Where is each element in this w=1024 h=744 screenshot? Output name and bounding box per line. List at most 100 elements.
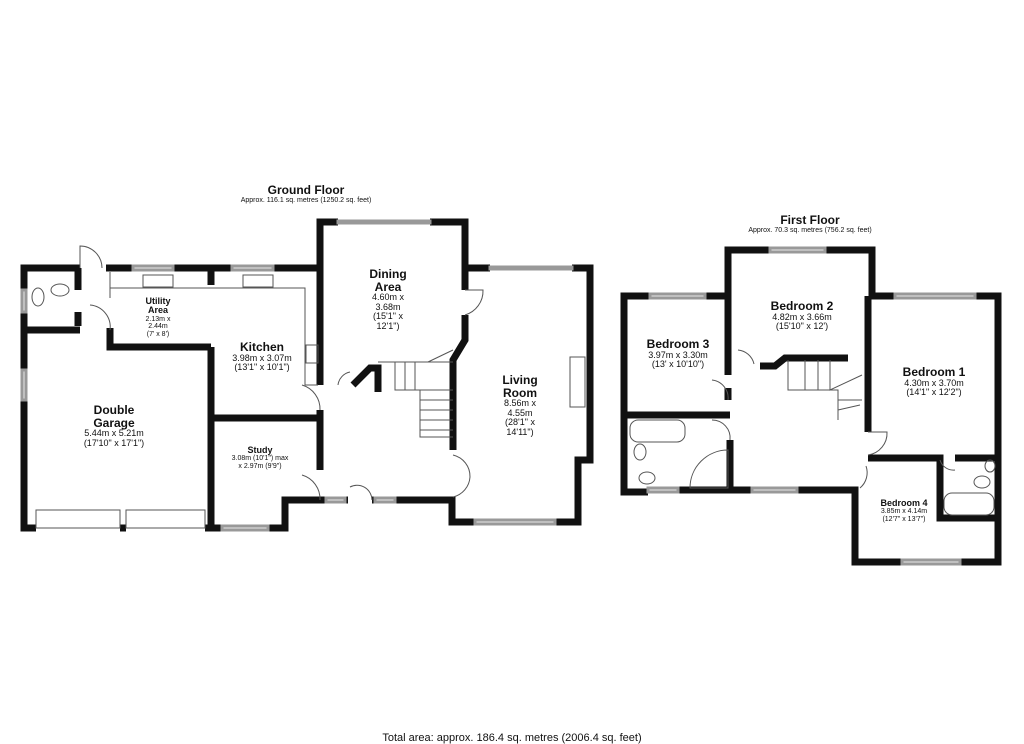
room-study: Study 3.08m (10'1") max x 2.97m (9'9") — [231, 445, 289, 470]
room-bedroom-1: Bedroom 1 4.30m x 3.70m (14'1" x 12'2") — [903, 366, 966, 397]
room-bedroom-3: Bedroom 3 3.97m x 3.30m (13' x 10'10") — [647, 338, 710, 369]
basin — [50, 283, 70, 297]
wall — [705, 246, 770, 300]
room-dims-imperial: x 2.97m (9'9") — [238, 462, 282, 470]
stairs — [378, 349, 454, 438]
room-dining-area: Dining Area 4.60m x 3.68m (15'1" x 12'1"… — [363, 268, 413, 331]
wall — [825, 246, 895, 300]
room-bedroom-2: Bedroom 2 4.82m x 3.66m (15'10" x 12') — [771, 300, 834, 331]
wall — [430, 218, 490, 272]
room-dims: 3.85m x 4.14m — [880, 508, 928, 516]
garage-door — [35, 509, 121, 529]
wall — [960, 292, 1002, 566]
first-floor-windows — [646, 246, 977, 566]
window — [131, 264, 175, 272]
wall — [106, 328, 211, 351]
window — [893, 292, 977, 300]
door-swing — [349, 484, 373, 501]
floor-title: Ground Floor — [267, 183, 345, 197]
window — [20, 288, 28, 314]
room-dims: 3.98m x 3.07m — [232, 352, 292, 363]
window — [336, 219, 432, 225]
door-swing — [711, 379, 729, 401]
room-living-room: Living Room 8.56m x 4.55m (28'1" x 14'11… — [495, 374, 545, 437]
fireplace — [569, 356, 586, 408]
floor-area: Approx. 116.1 sq. metres (1250.2 sq. fee… — [240, 197, 372, 204]
window — [646, 486, 680, 494]
shower — [689, 449, 729, 489]
room-name: Bedroom 3 — [646, 337, 710, 351]
door-swing — [301, 474, 321, 501]
toilet — [638, 471, 656, 485]
window — [648, 292, 707, 300]
floor-title: First Floor — [780, 213, 840, 227]
room-dims: 4.60m x 3.68m — [371, 292, 404, 312]
room-name: Bedroom 4 — [880, 498, 928, 508]
door-swing — [711, 419, 731, 441]
room-name: Utility Area — [145, 296, 171, 316]
room-name: Bedroom 1 — [902, 365, 966, 379]
room-dims-imperial: (14'1" x 12'2") — [906, 387, 962, 398]
ground-floor-title: Ground Floor Approx. 116.1 sq. metres (1… — [241, 183, 372, 204]
window — [220, 524, 270, 532]
window — [488, 265, 574, 271]
room-dims: 3.08m (10'1") max — [231, 455, 289, 463]
hob — [305, 344, 319, 364]
sink — [242, 274, 274, 288]
wall — [395, 496, 475, 526]
wall — [449, 315, 469, 450]
room-dims-imperial: (13' x 10'10") — [651, 359, 705, 370]
wall — [620, 292, 650, 496]
room-name: Dining Area — [369, 267, 407, 294]
room-dims: 4.82m x 3.66m — [772, 311, 832, 322]
bath — [943, 492, 995, 516]
door-swing — [301, 384, 321, 411]
wall — [207, 347, 222, 532]
room-dims: 5.44m x 5.21m — [84, 428, 144, 439]
room-kitchen: Kitchen 3.98m x 3.07m (13'1" x 10'1") — [232, 341, 292, 372]
door-swing — [867, 431, 888, 456]
window — [230, 264, 275, 272]
room-dims-imperial: (15'1" x 12'1") — [373, 311, 403, 331]
wall — [797, 486, 902, 566]
room-name: Living Room — [502, 373, 538, 400]
window — [373, 496, 397, 504]
door-swing — [79, 245, 103, 269]
door-swing — [464, 289, 484, 316]
stairs — [787, 360, 863, 420]
worktop — [109, 272, 318, 386]
window — [473, 518, 557, 526]
wall — [760, 354, 848, 370]
wall — [350, 364, 382, 392]
room-name: Bedroom 2 — [770, 299, 834, 313]
window — [324, 496, 347, 504]
door-swing — [89, 304, 111, 331]
window — [768, 246, 827, 254]
room-dims: 8.56m x 4.55m — [503, 398, 536, 418]
door-swing — [737, 349, 755, 365]
wall — [555, 264, 594, 526]
room-name: Double Garage — [93, 403, 135, 430]
basin — [984, 459, 996, 473]
first-floor-title: First Floor Approx. 70.3 sq. metres (756… — [748, 213, 871, 234]
first-floor-walls — [620, 246, 1002, 566]
room-dims-imperial: (28'1" x 14'11") — [505, 417, 535, 437]
garage-door — [125, 509, 206, 529]
room-dims: 4.30m x 3.70m — [904, 377, 964, 388]
ground-floor-walls — [20, 218, 594, 532]
wall — [20, 264, 80, 532]
wall — [868, 454, 998, 522]
room-dims-imperial: (15'10" x 12') — [775, 321, 829, 332]
floor-area: Approx. 70.3 sq. metres (756.2 sq. feet) — [748, 227, 872, 234]
window — [900, 558, 962, 566]
total-area: Total area: approx. 186.4 sq. metres (20… — [382, 732, 642, 744]
room-dims-imperial: (17'10" x 17'1") — [83, 437, 145, 448]
room-double-garage: Double Garage 5.44m x 5.21m (17'10" x 17… — [79, 404, 149, 448]
room-dims-imperial: (7' x 8') — [146, 330, 170, 338]
basin — [633, 443, 647, 461]
room-bedroom-4: Bedroom 4 3.85m x 4.14m (12'7" x 13'7") — [880, 498, 928, 523]
room-name: Kitchen — [239, 340, 284, 354]
door-swing — [939, 459, 956, 471]
